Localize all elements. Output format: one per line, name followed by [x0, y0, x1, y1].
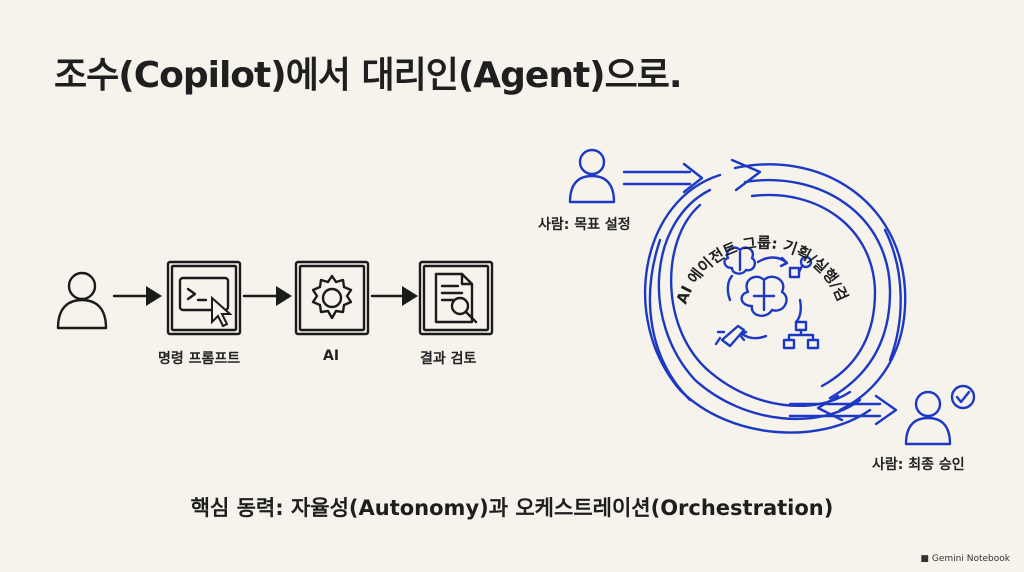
- arrow-right-icon: [242, 286, 292, 306]
- arrow-right-icon: [112, 286, 162, 306]
- brand-label: Gemini Notebook: [931, 554, 1010, 564]
- brain-icon: [740, 275, 788, 317]
- document-search-icon: [418, 260, 494, 336]
- brand-footer: ■ Gemini Notebook: [920, 554, 1010, 564]
- person-icon: [568, 148, 616, 204]
- step-label-command-prompt: 명령 프롬프트: [158, 351, 241, 367]
- cycle-arrows-icon: [726, 256, 802, 342]
- cycle-loop: [643, 158, 907, 434]
- person-icon: [56, 271, 108, 330]
- terminal-prompt-icon: [166, 260, 242, 336]
- brain-icon: [723, 246, 757, 275]
- notebook-icon: ■: [920, 554, 929, 564]
- step-label-ai: AI: [323, 348, 340, 364]
- gear-icon: [294, 260, 370, 336]
- human-goal-label: 사람: 목표 설정: [538, 217, 631, 233]
- arrow-right-icon: [622, 162, 704, 194]
- hierarchy-icon: [782, 320, 820, 350]
- rocket-icon: [714, 324, 746, 348]
- gear-flow-icon: [788, 255, 813, 279]
- arrow-right-icon: [370, 286, 418, 306]
- human-approval-label: 사람: 최종 승인: [872, 457, 965, 473]
- page-title: 조수(Copilot)에서 대리인(Agent)으로.: [54, 55, 683, 96]
- step-label-result-review: 결과 검토: [420, 351, 477, 367]
- arrow-right-icon: [788, 394, 898, 426]
- key-driver-caption: 핵심 동력: 자율성(Autonomy)과 오케스트레이션(Orchestrat…: [190, 496, 834, 520]
- person-approve-icon: [904, 384, 976, 446]
- agent-group-label: AI 에이전트 그룹: 기획/실행/검증: [0, 0, 852, 306]
